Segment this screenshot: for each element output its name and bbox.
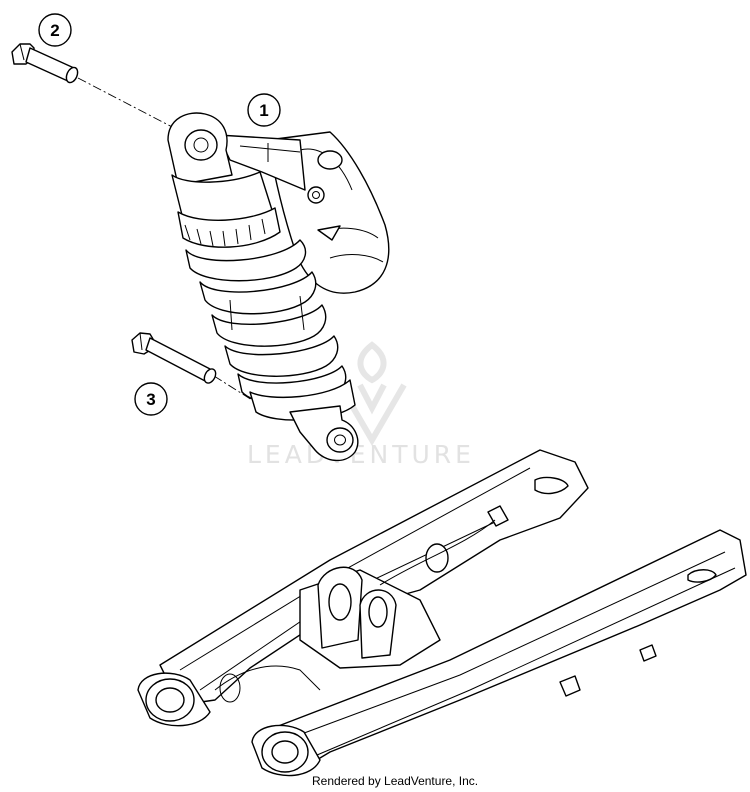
callout-label-3: 3 <box>146 390 155 409</box>
swingarm[interactable] <box>137 449 747 777</box>
preload-collar <box>177 207 281 248</box>
alignment-line-bolt-2 <box>77 77 179 131</box>
callout-label-1: 1 <box>259 101 268 120</box>
callout-2[interactable]: 2 <box>38 13 72 47</box>
swingarm-right-arm <box>254 529 747 771</box>
watermark-text: LEADVENTURE <box>247 440 475 469</box>
shock-absorber[interactable] <box>167 112 390 462</box>
bolt-2[interactable] <box>11 43 80 84</box>
callout-1[interactable]: 1 <box>247 93 281 127</box>
footer-credit: Rendered by LeadVenture, Inc. <box>312 774 478 788</box>
callout-label-2: 2 <box>50 21 59 40</box>
callout-3[interactable]: 3 <box>134 382 168 416</box>
bolt-3[interactable] <box>131 332 218 385</box>
watermark: LEADVENTURE <box>247 341 475 469</box>
